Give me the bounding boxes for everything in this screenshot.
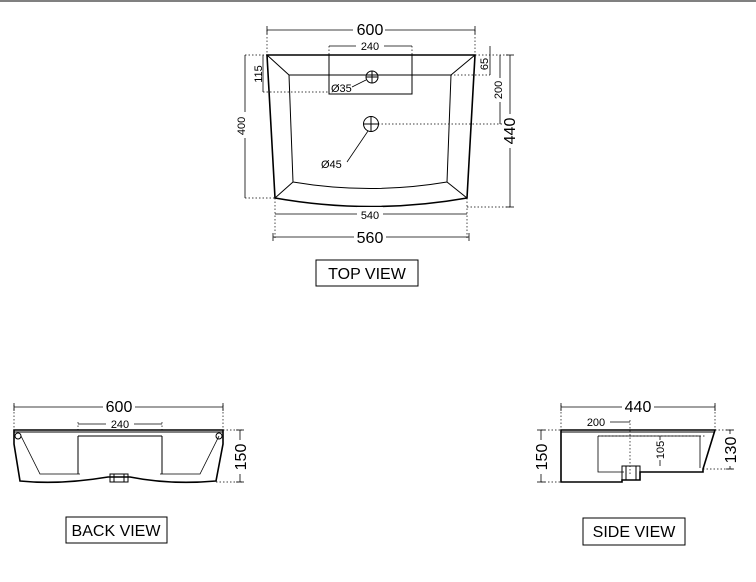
dim-side-105: 105 <box>655 441 667 459</box>
dim-top-115: 115 <box>253 65 265 83</box>
dim-top-600: 600 <box>357 22 384 39</box>
dim-back-240: 240 <box>111 419 129 431</box>
dim-top-440: 440 <box>502 118 519 145</box>
back-view-body <box>13 429 224 484</box>
basin-outline-inner <box>288 74 452 189</box>
dim-top-400: 400 <box>236 117 248 135</box>
dim-top-200: 200 <box>493 81 505 99</box>
top-view-caption-box <box>315 259 419 287</box>
dim-waste-hole: Ø45 <box>321 159 342 171</box>
dim-top-65: 65 <box>479 58 491 70</box>
dim-top-560: 560 <box>357 230 384 247</box>
back-view-caption: BACK VIEW <box>72 523 162 540</box>
top-view-caption: TOP VIEW <box>328 266 407 283</box>
tap-deck <box>328 54 413 95</box>
back-view-caption-box <box>65 516 168 544</box>
dim-back-150: 150 <box>233 444 250 471</box>
dim-top-240: 240 <box>361 41 379 53</box>
back-view: 600 240 150 BACK VIEW <box>13 398 250 544</box>
top-view: 600 240 115 400 65 200 440 Ø35 Ø45 <box>236 21 520 287</box>
side-view-caption-box <box>582 517 686 546</box>
side-view: 440 200 105 150 130 SIDE VIEW <box>533 398 740 546</box>
side-view-caption: SIDE VIEW <box>593 524 677 541</box>
dim-side-130: 130 <box>723 437 740 464</box>
dim-side-200: 200 <box>587 417 605 429</box>
dim-top-540: 540 <box>361 210 379 222</box>
dim-side-440: 440 <box>625 399 652 416</box>
dim-back-600: 600 <box>106 399 133 416</box>
dim-tap-hole: Ø35 <box>331 83 352 95</box>
basin-outline-outer <box>266 54 476 208</box>
dim-side-150: 150 <box>534 444 551 471</box>
side-view-body <box>560 429 717 483</box>
